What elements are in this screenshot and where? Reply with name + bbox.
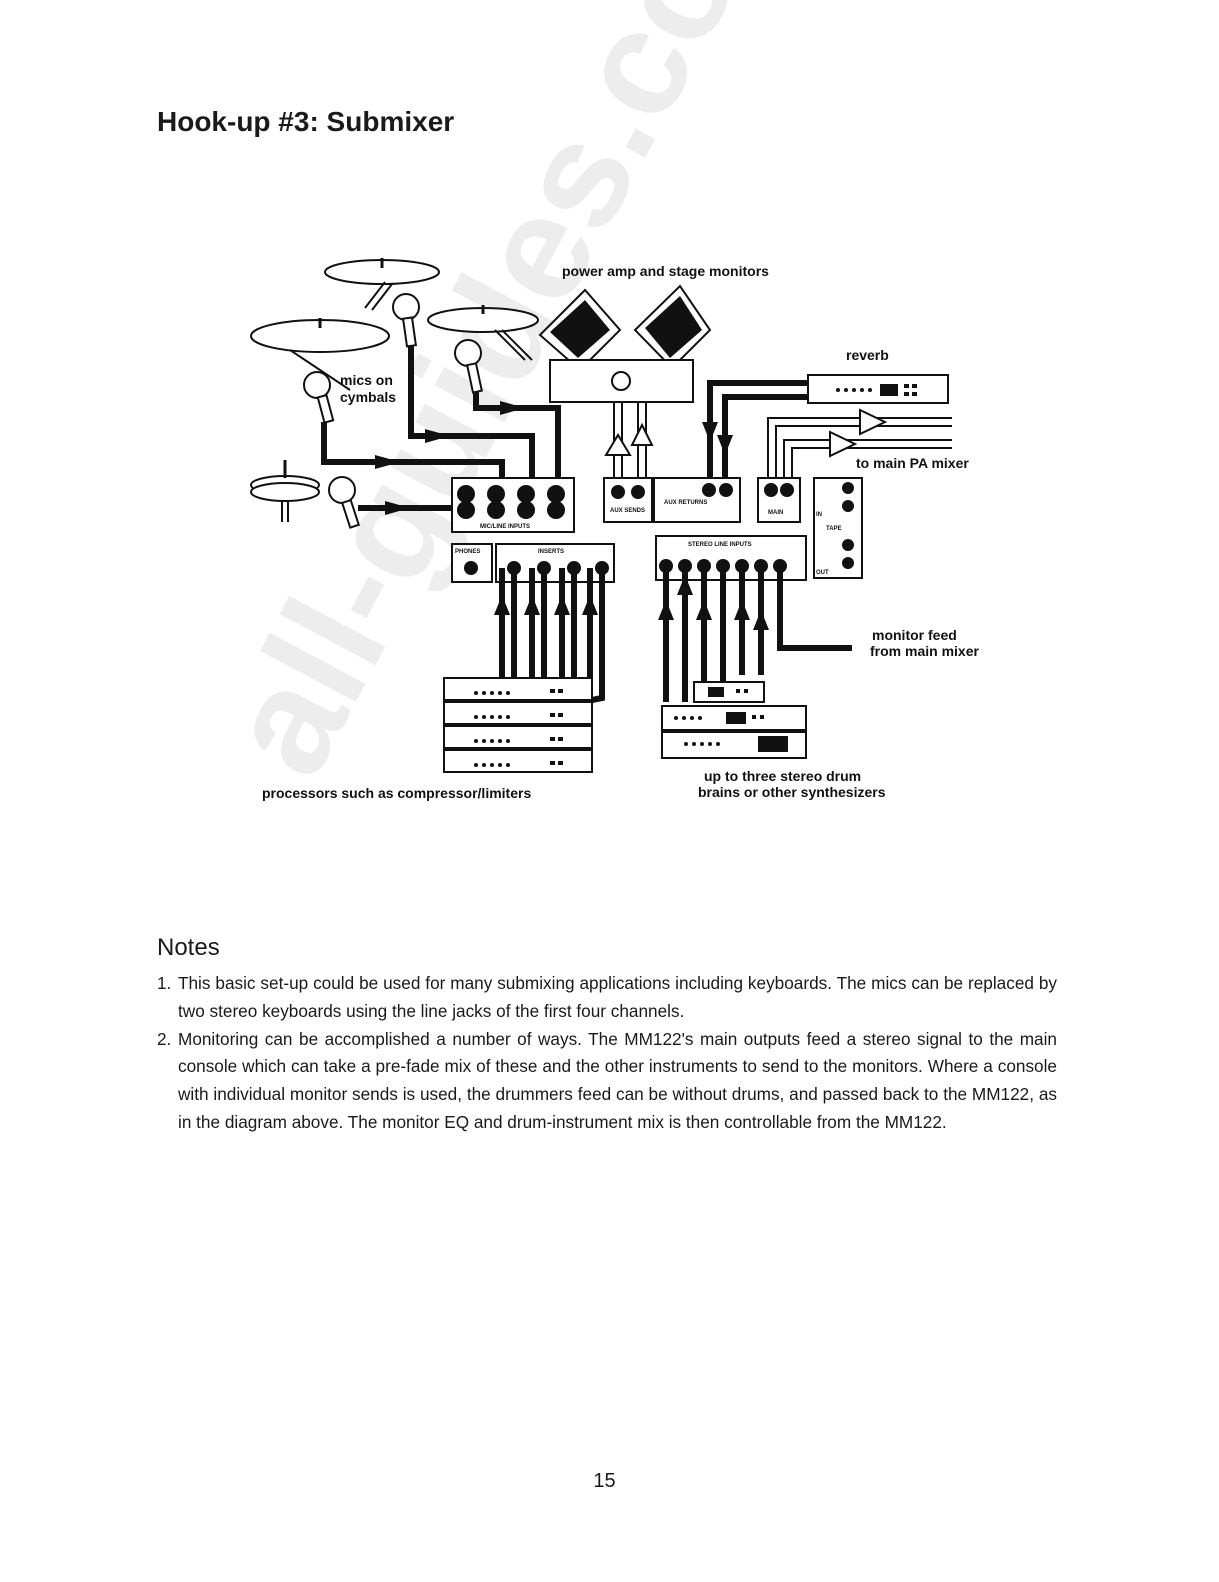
label-processors: processors such as compressor/limiters — [262, 785, 531, 801]
note-number: 1. — [157, 973, 172, 993]
hookup-diagram: power amp and stage monitors reverb to m — [250, 258, 979, 801]
label-drum-brains-1: up to three stereo drum — [704, 768, 861, 784]
mic-1 — [303, 371, 335, 424]
notes-heading: Notes — [157, 934, 220, 961]
label-mics-2: cymbals — [340, 389, 396, 405]
note-text: Monitoring can be accomplished a number … — [178, 1028, 1057, 1132]
label-mics-1: mics on — [340, 372, 393, 388]
mic-3 — [454, 339, 483, 394]
processor-rack — [443, 677, 593, 773]
phones-label: PHONES — [455, 549, 480, 555]
label-power-amp: power amp and stage monitors — [562, 263, 769, 279]
note-text: This basic set-up could be used for many… — [178, 973, 1057, 1021]
page-title: Hook-up #3: Submixer — [157, 106, 455, 137]
tape-label: TAPE — [826, 526, 842, 532]
insert-cable-arrows — [494, 595, 598, 615]
mic-cable-arrows — [375, 401, 525, 515]
tape-in-label: IN — [816, 512, 822, 518]
label-drum-brains-2: brains or other synthesizers — [698, 784, 886, 800]
label-monitor-feed-1: monitor feed — [872, 627, 957, 643]
mixer-bottom-panel: PHONES INSERTS STEREO LINE INPUTS — [451, 535, 807, 583]
page-number: 15 — [593, 1470, 616, 1492]
aux-send-cables — [604, 402, 654, 480]
drum-brain-details — [674, 687, 788, 752]
stereo-input-arrows — [658, 575, 769, 630]
processor-rack-details — [474, 689, 563, 767]
hihat — [250, 460, 320, 522]
aux-sends-label: AUX SENDS — [610, 508, 645, 514]
note-item: 2. Monitoring can be accomplished a numb… — [157, 1026, 1057, 1137]
cymbal-top — [324, 258, 440, 311]
main-out-cables — [767, 408, 952, 482]
note-number: 2. — [157, 1028, 172, 1049]
stereo-input-cables — [663, 566, 852, 702]
cymbal-left — [250, 318, 390, 391]
note-item: 1. This basic set-up could be used for m… — [157, 970, 1057, 1026]
mic-4 — [328, 476, 361, 529]
stage-monitors — [538, 284, 712, 403]
stereo-line-inputs-label: STEREO LINE INPUTS — [688, 542, 752, 548]
label-reverb: reverb — [846, 347, 889, 363]
reverb-unit — [807, 374, 949, 404]
reverb-cable-arrows — [702, 422, 733, 455]
mic-line-inputs-label: MIC/LINE INPUTS — [480, 524, 530, 530]
reverb-cables — [707, 380, 808, 482]
tape-out-label: OUT — [816, 570, 829, 576]
mixer-top-panel: MIC/LINE INPUTS AUX SENDS AUX RETURNS MA… — [451, 477, 863, 579]
label-monitor-feed-2: from main mixer — [870, 643, 979, 659]
aux-returns-label: AUX RETURNS — [664, 500, 707, 506]
label-main-pa: to main PA mixer — [856, 455, 969, 471]
notes-list: 1. This basic set-up could be used for m… — [157, 970, 1057, 1137]
inserts-label: INSERTS — [538, 549, 564, 555]
main-label: MAIN — [768, 510, 783, 516]
cymbal-right — [427, 305, 539, 361]
mic-2 — [392, 293, 420, 348]
